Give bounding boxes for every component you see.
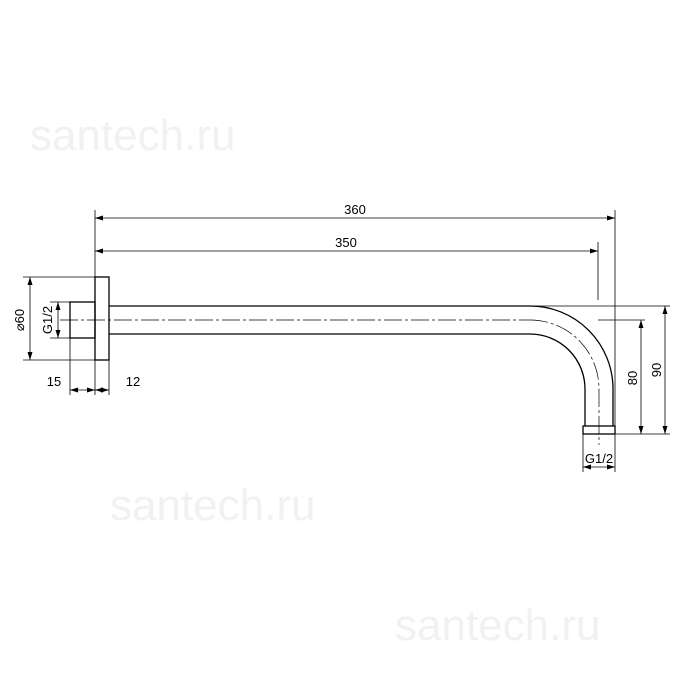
dim-text-12: 12 bbox=[126, 374, 140, 389]
centerlines bbox=[60, 319, 600, 445]
watermark-top: santech.ru bbox=[30, 111, 235, 160]
arrow-360-right bbox=[607, 215, 615, 221]
arrow-60-bottom bbox=[27, 352, 33, 360]
dimension-lines bbox=[29, 217, 666, 468]
watermark-bottom: santech.ru bbox=[395, 601, 600, 650]
arrow-80-top bbox=[638, 320, 644, 328]
arrowheads bbox=[27, 215, 668, 470]
arrow-80-bottom bbox=[638, 426, 644, 434]
bend-centerline bbox=[529, 319, 600, 390]
arrow-360-left bbox=[95, 215, 103, 221]
arrow-inlet-bottom bbox=[55, 330, 61, 338]
extension-lines bbox=[23, 210, 670, 472]
arrow-90-top bbox=[662, 306, 668, 314]
outlet-thread bbox=[582, 425, 616, 435]
arrow-outlet-right bbox=[607, 464, 615, 470]
dim-text-80: 80 bbox=[625, 371, 640, 385]
dim-text-90: 90 bbox=[649, 363, 664, 377]
arrow-350-left bbox=[95, 248, 103, 254]
dim-text-15: 15 bbox=[47, 374, 61, 389]
arrow-90-bottom bbox=[662, 426, 668, 434]
watermark-group: santech.ru santech.ru santech.ru bbox=[30, 111, 600, 650]
arrow-15-left bbox=[70, 387, 78, 393]
arrow-outlet-left bbox=[583, 464, 591, 470]
dim-text-350: 350 bbox=[335, 235, 357, 250]
arrow-15-right bbox=[87, 387, 95, 393]
arrow-60-top bbox=[27, 277, 33, 285]
arrow-inlet-top bbox=[55, 302, 61, 310]
dim-text-outlet-thread: G1/2 bbox=[585, 451, 613, 466]
dim-text-360: 360 bbox=[344, 202, 366, 217]
bend-outer-edge bbox=[529, 305, 614, 390]
watermark-middle: santech.ru bbox=[110, 481, 315, 530]
dim-text-inlet-thread: G1/2 bbox=[40, 306, 55, 334]
arrow-12-right bbox=[101, 387, 109, 393]
dim-text-diameter: ⌀60 bbox=[12, 309, 27, 331]
wall-flange bbox=[94, 276, 110, 361]
shower-arm-outline bbox=[69, 276, 616, 435]
arrow-350-right bbox=[590, 248, 598, 254]
bend-inner-edge bbox=[529, 333, 586, 390]
